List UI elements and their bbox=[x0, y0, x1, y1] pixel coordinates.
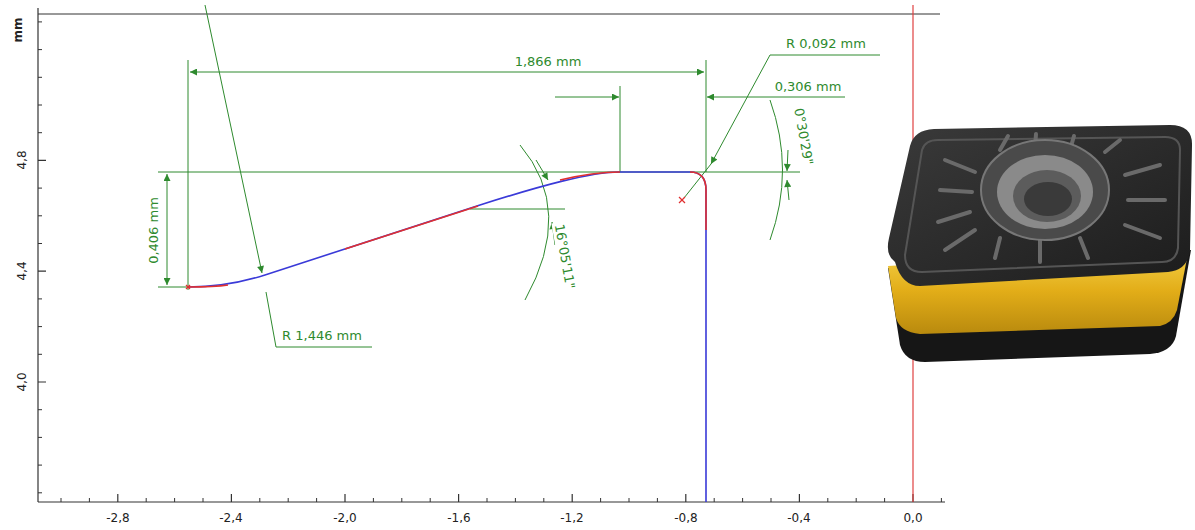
axis-tick-label: -2,8 bbox=[106, 512, 129, 524]
dimension-lines bbox=[158, 5, 880, 347]
insert-illustration bbox=[888, 125, 1192, 362]
axis-tick-label: -2,4 bbox=[219, 512, 242, 524]
insert-profile bbox=[188, 172, 706, 502]
axis-unit: mm bbox=[12, 17, 24, 42]
angle-label: 16°05'11" bbox=[552, 220, 579, 291]
axis-tick-label: 4,0 bbox=[16, 372, 28, 391]
axis-tick-label: -1,2 bbox=[560, 512, 583, 524]
axes bbox=[38, 8, 945, 502]
dimension-label: 1,866 mm bbox=[513, 54, 584, 69]
axis-tick-label: 0,0 bbox=[903, 512, 922, 524]
axis-tick-label: -2,0 bbox=[333, 512, 356, 524]
angle-label: 0°30'29" bbox=[791, 104, 816, 167]
axis-tick-label: -0,4 bbox=[787, 512, 810, 524]
dimension-label: 0,306 mm bbox=[773, 79, 844, 94]
axis-tick-label: 4,4 bbox=[16, 261, 28, 280]
center-mark bbox=[186, 197, 685, 289]
axis-tick-label: 4,8 bbox=[16, 150, 28, 169]
axis-tick-label: -0,8 bbox=[674, 512, 697, 524]
dimension-label: 0,406 mm bbox=[146, 195, 161, 266]
dimension-label: R 0,092 mm bbox=[784, 36, 868, 51]
axis-tick-label: -1,6 bbox=[447, 512, 470, 524]
radius-label: R 1,446 mm bbox=[280, 328, 364, 343]
